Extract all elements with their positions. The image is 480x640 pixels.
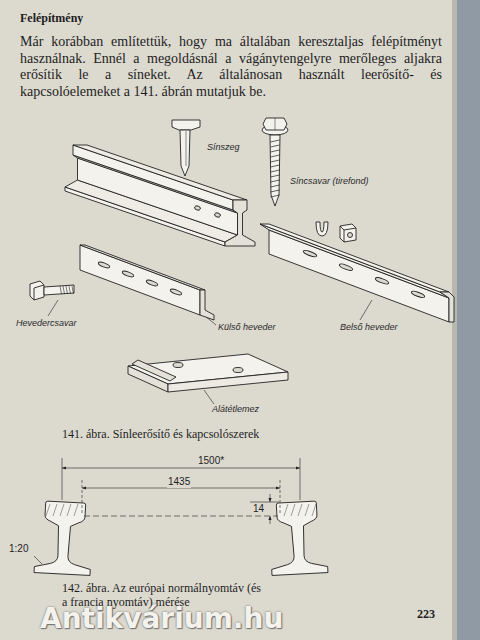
gauge-figure <box>34 458 328 575</box>
ratio-label: 1:20 <box>8 543 29 555</box>
inner-fishplate-face <box>269 230 449 322</box>
rail-spike <box>172 120 200 176</box>
bolt-hole <box>122 270 135 278</box>
screw-thread <box>271 180 280 182</box>
inner-fishplate-face <box>260 224 449 292</box>
bolt-hole <box>170 288 183 296</box>
bolt-hole <box>214 212 221 218</box>
screw-thread <box>271 165 280 167</box>
nut <box>340 224 356 242</box>
rail-end <box>225 200 255 246</box>
book-edge <box>456 0 480 640</box>
bolt-thread <box>60 286 62 294</box>
bolt-thread <box>69 286 71 294</box>
dimension-label: 1500* <box>197 455 225 467</box>
section-hatch <box>67 504 71 516</box>
rail-screw <box>262 118 288 206</box>
section-hatch <box>298 504 302 516</box>
spring-washer <box>316 222 328 236</box>
fishplate-bolt <box>30 281 74 300</box>
screw-thread <box>271 160 280 162</box>
bolt-hole <box>375 276 390 285</box>
inner-fishplate-face <box>260 224 449 298</box>
outer-fishplate <box>80 245 214 320</box>
screw-thread <box>271 140 280 142</box>
base-plate <box>128 354 288 392</box>
bolt-hole <box>146 279 159 287</box>
outer-fishplate-face <box>80 245 200 315</box>
part-name: Belső heveder <box>340 322 398 332</box>
section-hatch <box>284 504 288 516</box>
inner-fishplate <box>260 224 454 322</box>
bolt-hole <box>98 261 111 269</box>
part-name: Síncsavar (tirefond) <box>290 176 369 186</box>
bolt-hole <box>411 290 426 299</box>
inner-fishplate-end <box>440 292 454 322</box>
fastening-figure <box>30 118 454 404</box>
rail-face <box>73 145 233 210</box>
running-header: Felépítmény <box>20 12 83 26</box>
screw-thread <box>271 190 280 192</box>
section-hatch <box>60 504 64 516</box>
screw-thread <box>271 155 280 157</box>
section-hatch <box>305 504 309 516</box>
screw-thread <box>271 195 280 197</box>
section-hatch <box>312 504 316 516</box>
bolt-hole <box>339 263 354 272</box>
rail-section <box>268 501 328 576</box>
bolt-hole <box>303 249 318 258</box>
screw-thread <box>271 145 280 147</box>
rail <box>65 145 255 246</box>
page-number: 223 <box>417 608 435 622</box>
screw-thread <box>271 150 280 152</box>
figure-caption: 141. ábra. Sínleerősítő és kapcsolószere… <box>62 428 422 442</box>
part-name: Külső heveder <box>218 322 276 332</box>
dimension-lines <box>34 458 300 564</box>
section-hatch <box>46 504 50 516</box>
bolt-thread <box>63 286 65 294</box>
screw-thread <box>271 175 280 177</box>
bolt-hole <box>194 205 201 211</box>
bolt-thread <box>66 286 68 294</box>
section-hatch <box>74 504 78 516</box>
screw-thread <box>271 185 280 187</box>
watermark: Antikvárium.hu <box>40 603 283 635</box>
section-hatch <box>291 504 295 516</box>
section-hatch <box>53 504 57 516</box>
rail-face <box>73 145 247 200</box>
outer-fishplate-end <box>200 290 214 320</box>
bolt-thread <box>72 286 74 294</box>
part-name: Sínszeg <box>207 142 240 152</box>
dimension-label: 1435 <box>167 476 191 488</box>
screw-thread <box>271 170 280 172</box>
part-name: Alátétlemez <box>212 404 259 414</box>
part-name: Hevedercsavar <box>16 318 77 328</box>
dimension-label: 14 <box>252 503 265 515</box>
body-paragraph: Már korábban említettük, hogy ma általáb… <box>20 34 442 100</box>
outer-fishplate-face <box>80 245 205 290</box>
rail-section <box>34 501 94 576</box>
